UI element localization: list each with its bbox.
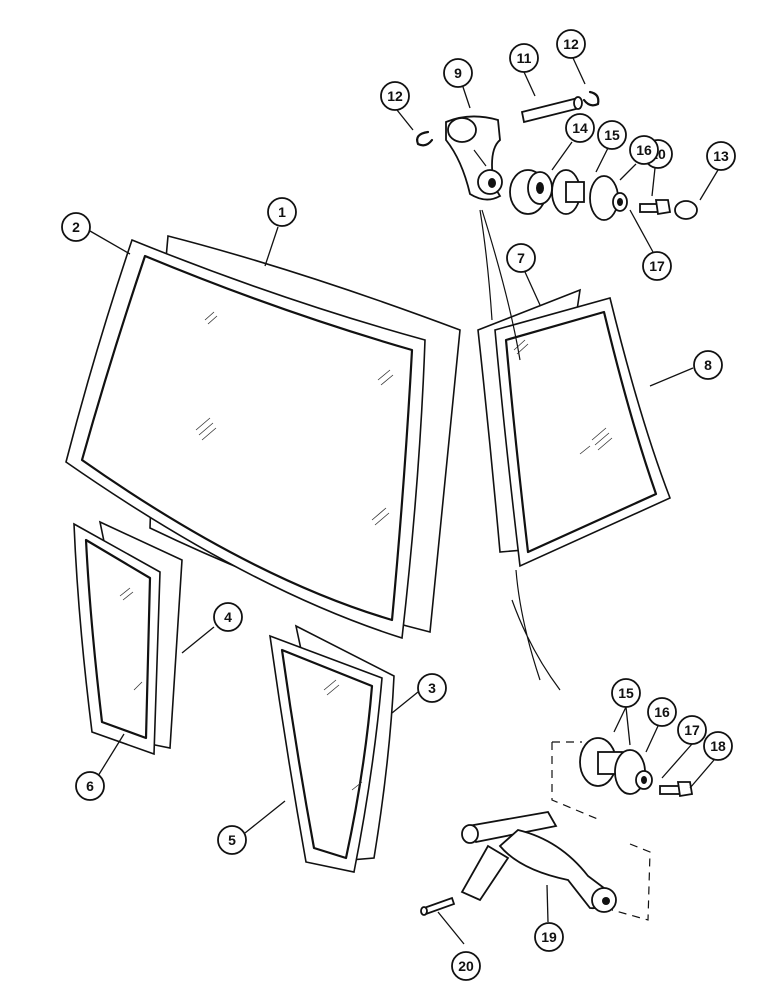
lower-mount-plate xyxy=(551,741,651,921)
svg-text:11: 11 xyxy=(517,50,532,66)
callout-7: 7 xyxy=(506,243,536,273)
callout-12-right: 12 xyxy=(556,29,586,59)
svg-text:3: 3 xyxy=(428,680,436,696)
svg-text:13: 13 xyxy=(713,148,729,164)
cap-13 xyxy=(674,200,698,220)
svg-text:16: 16 xyxy=(636,142,652,158)
callout-17-upper: 17 xyxy=(642,251,672,281)
callout-9: 9 xyxy=(443,58,473,88)
callout-4: 4 xyxy=(213,602,243,632)
side-glass-reflection-marks xyxy=(513,339,613,455)
svg-text:7: 7 xyxy=(517,250,525,266)
callout-20: 20 xyxy=(451,951,481,981)
svg-text:15: 15 xyxy=(604,127,620,143)
spacer-14 xyxy=(509,169,553,215)
bolt-18 xyxy=(659,781,694,798)
svg-text:12: 12 xyxy=(387,88,403,104)
callout-8: 8 xyxy=(693,350,723,380)
callout-16-lower: 16 xyxy=(647,697,677,727)
callout-6: 6 xyxy=(75,771,105,801)
lower-hinge-bracket xyxy=(460,811,617,913)
leader-lines xyxy=(89,57,719,945)
retaining-clip-right xyxy=(582,90,600,107)
svg-text:12: 12 xyxy=(563,36,579,52)
svg-text:6: 6 xyxy=(86,778,94,794)
rubber-mount-upper xyxy=(551,169,628,221)
svg-text:17: 17 xyxy=(684,722,700,738)
svg-text:14: 14 xyxy=(572,120,588,136)
svg-text:17: 17 xyxy=(649,258,665,274)
rubber-mount-lower xyxy=(579,737,653,795)
callout-2: 2 xyxy=(61,212,91,242)
retaining-clip-left xyxy=(416,130,434,147)
svg-text:2: 2 xyxy=(72,219,80,235)
callout-15-lower: 15 xyxy=(611,678,641,708)
callout-18: 18 xyxy=(703,731,733,761)
svg-text:16: 16 xyxy=(654,704,670,720)
callout-3: 3 xyxy=(417,673,447,703)
svg-text:19: 19 xyxy=(541,929,557,945)
side-window-frame xyxy=(494,297,672,568)
callout-17-lower: 17 xyxy=(677,715,707,745)
callout-15-upper: 15 xyxy=(597,120,627,150)
svg-text:18: 18 xyxy=(710,738,726,754)
pin-20 xyxy=(420,896,456,916)
callout-11: 11 xyxy=(509,43,539,73)
svg-text:20: 20 xyxy=(458,958,474,974)
callout-5: 5 xyxy=(217,825,247,855)
callout-1: 1 xyxy=(267,197,297,227)
middle-quarter-seal xyxy=(269,634,383,873)
bolt-10 xyxy=(639,199,672,216)
hinge-centerline-lower xyxy=(511,569,561,691)
callout-14: 14 xyxy=(565,113,595,143)
callout-19: 19 xyxy=(534,922,564,952)
svg-text:5: 5 xyxy=(228,832,236,848)
rear-window-seal xyxy=(65,238,426,640)
hinge-pin xyxy=(520,96,583,124)
left-quarter-seal xyxy=(73,522,161,756)
hinge-centerline-upper xyxy=(479,209,521,361)
svg-text:15: 15 xyxy=(618,685,634,701)
svg-text:8: 8 xyxy=(704,357,712,373)
callout-13: 13 xyxy=(706,141,736,171)
svg-text:4: 4 xyxy=(224,609,232,625)
callout-16-upper: 16 xyxy=(629,135,659,165)
callout-12-left: 12 xyxy=(380,81,410,111)
upper-hinge-bracket xyxy=(445,115,503,201)
svg-text:1: 1 xyxy=(278,204,286,220)
svg-text:9: 9 xyxy=(454,65,462,81)
glass-reflection-marks xyxy=(195,311,394,526)
